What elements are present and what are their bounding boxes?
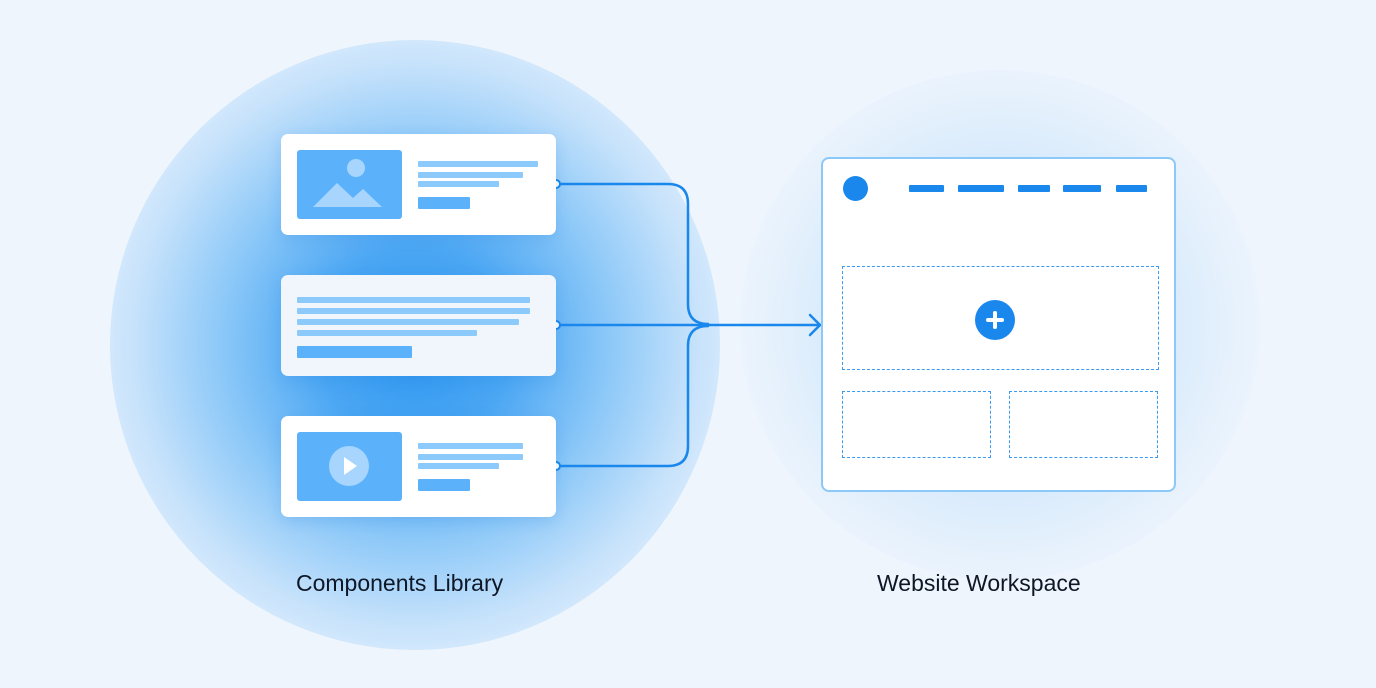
logo-dot: [843, 176, 868, 201]
text-line: [297, 319, 519, 325]
text-line: [297, 308, 530, 314]
drop-zone-left[interactable]: [842, 391, 991, 458]
plus-icon: [986, 311, 1004, 329]
nav-dash: [1063, 185, 1101, 192]
image-icon: [313, 159, 382, 207]
website-workspace: [821, 157, 1176, 492]
arrow-head: [808, 313, 822, 337]
image-thumbnail: [297, 150, 402, 219]
component-card-image[interactable]: [281, 134, 556, 235]
nav-dash: [1116, 185, 1147, 192]
video-thumbnail: [297, 432, 402, 501]
add-component-button[interactable]: [975, 300, 1015, 340]
nav-dash: [958, 185, 1004, 192]
button-placeholder: [297, 346, 412, 358]
website-workspace-label: Website Workspace: [877, 570, 1081, 596]
connector-bottom: [554, 324, 710, 468]
button-placeholder: [418, 197, 470, 209]
text-line: [297, 297, 530, 303]
nav-dash: [1018, 185, 1050, 192]
text-line: [418, 172, 523, 178]
component-card-video[interactable]: [281, 416, 556, 517]
text-line: [297, 330, 477, 336]
component-card-text[interactable]: [281, 275, 556, 376]
drop-zone-right[interactable]: [1009, 391, 1158, 458]
play-icon: [329, 446, 369, 486]
text-line: [418, 463, 499, 469]
text-line: [418, 181, 499, 187]
components-library-label: Components Library: [296, 570, 504, 596]
drop-zone-hero[interactable]: [842, 266, 1159, 370]
nav-dash: [909, 185, 944, 192]
connector-top: [554, 182, 710, 326]
text-line: [418, 161, 538, 167]
text-line: [418, 454, 523, 460]
text-line: [418, 443, 523, 449]
button-placeholder: [418, 479, 470, 491]
